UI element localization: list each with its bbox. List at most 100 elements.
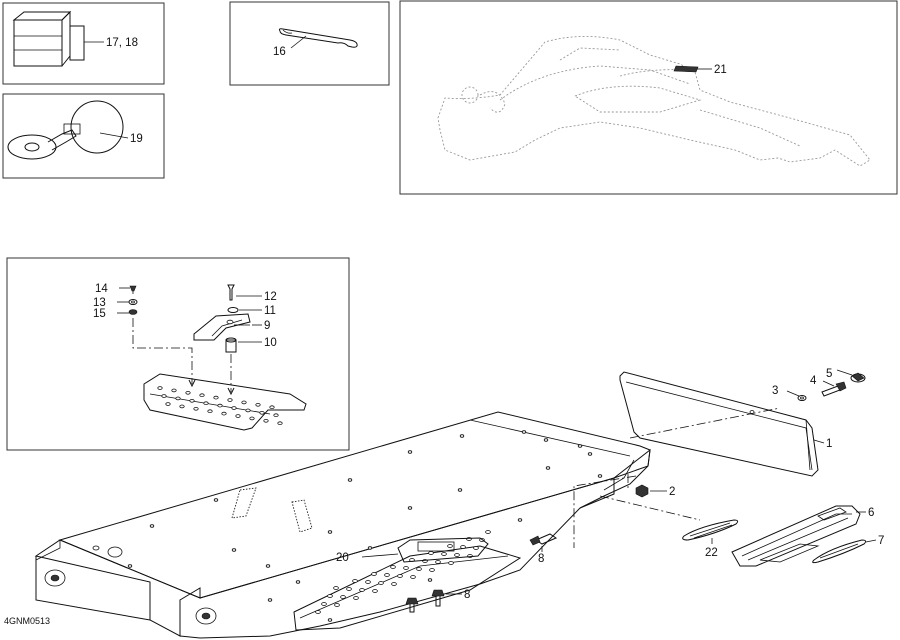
spacer-part-10 (225, 337, 237, 353)
perforation-hole (448, 561, 454, 565)
perforation-hole (263, 418, 269, 423)
callout-3: 3 (772, 385, 778, 397)
perforation-hole (265, 564, 271, 568)
callout-8-upper: 8 (538, 553, 544, 565)
inset-frame-16 (229, 1, 390, 86)
decal-blocks-part-17-18 (12, 10, 85, 67)
perforation-hole (334, 603, 340, 607)
callout-4: 4 (810, 375, 817, 387)
washer-part-11 (227, 307, 239, 313)
perforation-hole (165, 402, 171, 406)
perforation-hole (203, 401, 209, 406)
perforation-hole (277, 421, 283, 426)
perforation-hole (241, 400, 247, 405)
perforation-hole (213, 498, 219, 502)
perforation-hole (321, 602, 327, 606)
perforation-hole (454, 553, 460, 557)
perforation-hole (327, 530, 333, 534)
perforation-hole (347, 478, 353, 482)
callout-21: 21 (714, 64, 727, 76)
perforation-hole (207, 409, 213, 414)
perforation-hole (391, 582, 397, 586)
perforation-hole (485, 530, 491, 534)
perforation-hole (353, 596, 359, 600)
nut-part-2 (635, 484, 649, 498)
callout-16: 16 (273, 46, 286, 58)
perforation-hole (460, 545, 466, 549)
perforation-hole (371, 572, 377, 576)
callout-17-18: 17, 18 (106, 37, 138, 49)
callout-9: 9 (264, 320, 270, 332)
rivet-part-12 (227, 284, 235, 301)
inset-frame-19 (2, 93, 165, 179)
perforation-hole (473, 546, 479, 550)
perforation-hole (161, 394, 167, 398)
perforation-hole (189, 398, 195, 403)
screw-part-8-upper (529, 533, 558, 546)
callout-14: 14 (95, 283, 108, 295)
perforation-hole (333, 586, 339, 590)
callout-8-lower: 8 (464, 589, 470, 601)
callout-15: 15 (93, 308, 106, 320)
perforation-hole (231, 548, 237, 552)
inset-frame-9-15 (6, 257, 350, 451)
perforation-hole (149, 524, 155, 528)
callout-2: 2 (669, 486, 675, 498)
inset-frame-21 (399, 0, 898, 195)
tunnel-assembly (34, 411, 651, 639)
perforation-hole (249, 416, 255, 421)
knob-part-19 (7, 100, 124, 160)
perforation-hole (359, 588, 365, 592)
callout-7: 7 (878, 535, 884, 547)
perforation-hole (217, 403, 223, 408)
perforation-hole (346, 587, 352, 591)
callout-5: 5 (826, 368, 832, 380)
perforation-hole (175, 396, 181, 401)
callout-10: 10 (264, 337, 277, 349)
perforation-hole (577, 444, 583, 448)
hardware-stack-14-13-15 (128, 285, 138, 315)
snow-flap-part-1 (619, 371, 819, 477)
clip-part-5 (850, 372, 866, 383)
perforation-hole (410, 575, 416, 579)
perforation-hole (435, 560, 441, 564)
perforation-hole (231, 406, 237, 410)
callout-13: 13 (93, 297, 106, 309)
bracket-part-20 (397, 537, 489, 563)
perforation-hole (390, 565, 396, 569)
perforation-hole (327, 594, 333, 598)
perforation-hole (127, 564, 133, 568)
slider-part-9 (193, 313, 251, 341)
inset-running-board-detail (143, 373, 307, 431)
perforation-hole (428, 551, 434, 555)
perforation-hole (171, 388, 177, 393)
callout-22: 22 (705, 547, 718, 559)
perforation-hole (259, 410, 265, 415)
perforation-hole (416, 567, 422, 571)
perforation-hole (245, 408, 251, 413)
perforation-hole (441, 552, 447, 556)
perforation-hole (407, 506, 413, 510)
perforation-hole (255, 402, 261, 407)
reflector-part-7 (812, 539, 867, 564)
perforation-hole (185, 390, 191, 395)
perforation-hole (587, 452, 593, 456)
callout-6: 6 (868, 507, 874, 519)
perforation-hole (213, 395, 219, 400)
rear-bumper-part-6 (731, 505, 861, 567)
perforation-hole (327, 618, 333, 622)
perforation-hole (545, 466, 551, 470)
perforation-hole (543, 438, 549, 442)
callout-1: 1 (826, 438, 832, 450)
callout-19: 19 (130, 133, 143, 145)
perforation-hole (179, 404, 185, 409)
snowmobile-outline-part-21 (437, 35, 871, 167)
wrench-part-16 (278, 28, 358, 48)
perforation-hole (403, 566, 409, 570)
perforation-hole (384, 573, 390, 577)
perforation-hole (365, 580, 371, 584)
callout-12: 12 (264, 291, 277, 303)
perforation-hole (221, 411, 227, 416)
bolt-part-4 (821, 381, 847, 397)
